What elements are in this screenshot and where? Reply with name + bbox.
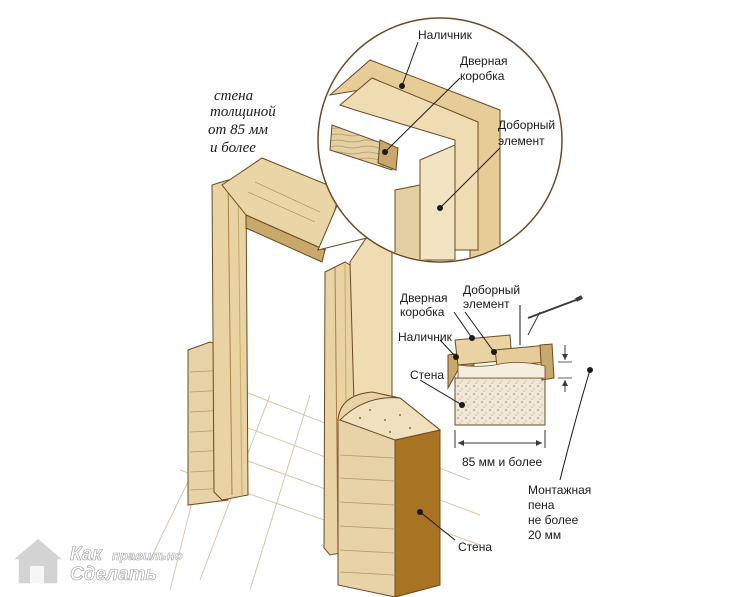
wall-thickness-label-1: стена (214, 88, 253, 104)
site-logo: Как правильно Сделать (9, 537, 183, 585)
dimension-label: 85 мм и более (462, 455, 543, 469)
wall-thickness-label-4: и более (210, 140, 256, 156)
wall-thickness-label-3: от 85 мм (208, 122, 268, 138)
logo-line1-small: правильно (112, 548, 183, 563)
house-icon (9, 537, 67, 585)
left-door-post (211, 179, 249, 501)
frame-cs-label-2: коробка (400, 305, 445, 319)
foam-label-2: пена (528, 498, 555, 512)
wall-thickness-label-2: толщиной (210, 104, 276, 120)
cross-section-detail (447, 295, 583, 448)
right-wall-block (337, 391, 442, 597)
logo-line1: Как (70, 544, 103, 565)
leader-lines (384, 41, 591, 541)
leader-dots (382, 83, 593, 515)
foam-label-3: не более (528, 513, 579, 527)
casing-top-label: Наличник (418, 28, 473, 42)
extension-top-label-2: элемент (498, 134, 545, 148)
door-lintel (221, 157, 341, 263)
extension-cs-label-1: Доборный (463, 283, 520, 297)
house-door-icon (30, 566, 44, 584)
foam-label-1: Монтажная (528, 483, 591, 497)
extension-cs-label-2: элемент (463, 297, 510, 311)
logo-line2: Сделать (70, 564, 157, 585)
foam-label-4: 20 мм (528, 528, 561, 542)
extension-top-label-1: Доборный (498, 118, 555, 132)
frame-cs-label-1: Дверная (400, 291, 448, 305)
casing-cs-label: Наличник (398, 330, 453, 344)
wall-cs-label: Стена (410, 368, 444, 382)
magnified-detail-circle (317, 17, 563, 263)
wall-bottom-label: Стена (458, 540, 492, 554)
frame-top-label-2: коробка (460, 69, 505, 83)
frame-top-label-1: Дверная (460, 54, 508, 68)
